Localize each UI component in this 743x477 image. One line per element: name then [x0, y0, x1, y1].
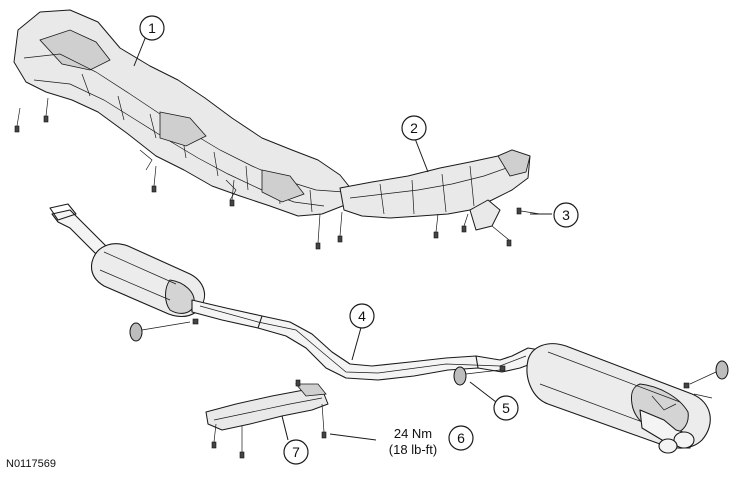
callout-5: 5 — [493, 395, 519, 421]
figure-id: N0117569 — [6, 458, 56, 470]
callout-5-label: 5 — [502, 400, 510, 416]
callout-2-label: 2 — [410, 120, 418, 136]
callout-3: 3 — [553, 202, 579, 228]
callout-1-label: 1 — [148, 20, 156, 36]
rear-muffler — [526, 343, 713, 454]
heat-shield-upper — [13, 9, 353, 217]
front-muffler-assembly — [49, 203, 206, 318]
callout-4-label: 4 — [358, 308, 366, 324]
callout-7-label: 7 — [292, 444, 300, 460]
torque-spec: 24 Nm (18 lb-ft) — [378, 426, 448, 458]
callout-4: 4 — [349, 303, 375, 329]
underbody-brace — [205, 379, 329, 459]
shield-1-bolts — [14, 97, 343, 250]
shield-2-bolts — [433, 207, 541, 247]
callout-7: 7 — [283, 439, 309, 465]
callout-3-label: 3 — [562, 207, 570, 223]
callout-2: 2 — [401, 115, 427, 141]
callout-1: 1 — [139, 15, 165, 41]
torque-metric: 24 Nm — [393, 426, 433, 441]
rubber-hangers — [129, 318, 729, 389]
callout-6: 6 — [448, 425, 474, 451]
torque-imperial: (18 lb-ft) — [388, 442, 438, 457]
callout-leaders — [133, 35, 552, 441]
heat-shield-right — [339, 149, 531, 231]
callout-6-label: 6 — [457, 430, 465, 446]
